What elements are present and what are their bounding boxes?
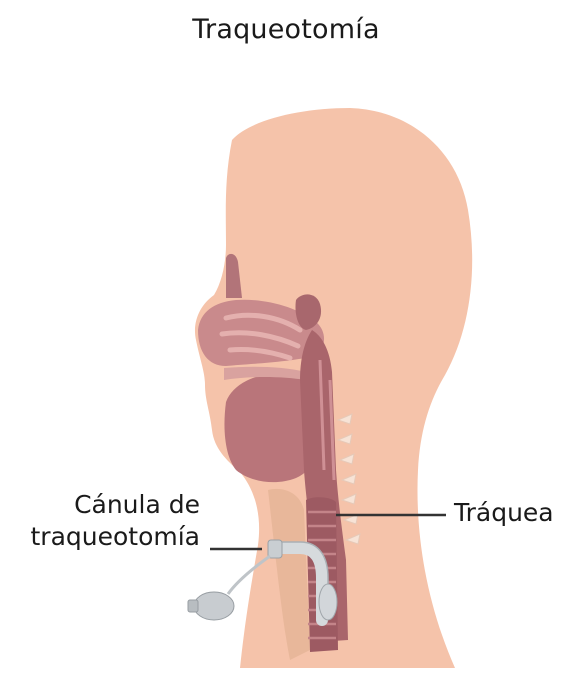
label-canula: Cánula de traqueotomía bbox=[0, 489, 200, 553]
label-canula-line1: Cánula de bbox=[0, 489, 200, 521]
pilot-balloon bbox=[194, 592, 234, 620]
cannula-flange bbox=[268, 540, 282, 558]
cannula-cuff bbox=[319, 584, 337, 620]
label-traquea: Tráquea bbox=[454, 497, 554, 529]
label-canula-line2: traqueotomía bbox=[0, 521, 200, 553]
